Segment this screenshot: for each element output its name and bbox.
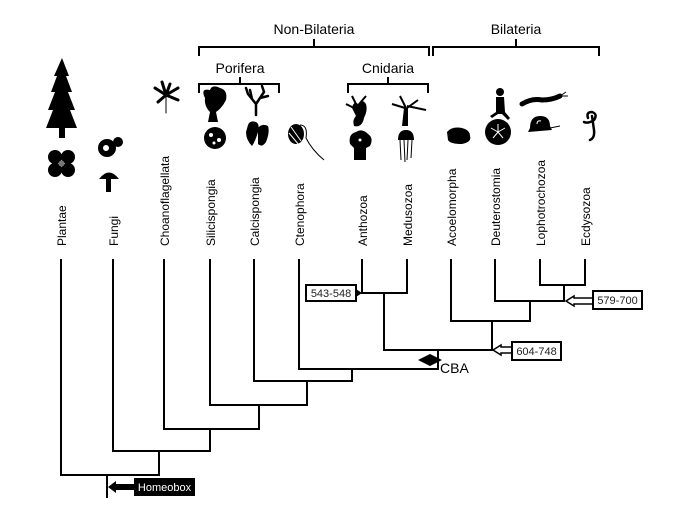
taxon-label-calcispongia: Calcispongia bbox=[248, 177, 262, 246]
taxon-label-plantae: Plantae bbox=[55, 205, 69, 246]
taxon-labels: Plantae Fungi Choanoflagellata Silicispo… bbox=[55, 156, 593, 246]
cba-label: CBA bbox=[440, 360, 469, 376]
yeast-icon bbox=[98, 137, 123, 157]
porifera-bracket bbox=[198, 77, 280, 93]
taxon-label-acoelomorpha: Acoelomorpha bbox=[445, 168, 459, 246]
flatworm-icon bbox=[447, 127, 471, 144]
taxon-label-anthozoa: Anthozoa bbox=[356, 195, 370, 246]
human-icon bbox=[490, 88, 510, 120]
annotation-579-700-label: 579-700 bbox=[597, 295, 637, 307]
polyp-icon bbox=[345, 95, 367, 127]
jellyfish-icon bbox=[398, 130, 414, 163]
annotation-604-748: 604-748 bbox=[491, 341, 562, 361]
arrow-left-icon bbox=[108, 481, 134, 493]
sponge-icon bbox=[203, 86, 227, 122]
taxon-label-lophotrochozoa: Lophotrochozoa bbox=[534, 160, 548, 246]
sea-anemone-icon bbox=[349, 130, 372, 160]
branching-sponge-icon bbox=[244, 84, 270, 117]
snail-icon bbox=[528, 116, 561, 132]
comb-jelly-icon bbox=[288, 124, 325, 161]
calcareous-sponge-icon bbox=[246, 121, 269, 146]
annotation-543-548-label: 543-548 bbox=[311, 288, 351, 300]
taxon-label-medusozoa: Medusozoa bbox=[401, 184, 415, 246]
nematode-icon bbox=[582, 110, 597, 142]
porifera-label: Porifera bbox=[215, 60, 264, 76]
bilateria-label: Bilateria bbox=[491, 21, 542, 37]
taxon-label-deuterostomia: Deuterostomia bbox=[489, 168, 503, 246]
annotation-543-548: 543-548 bbox=[305, 284, 362, 302]
diamond-icon bbox=[418, 354, 442, 366]
cba-marker: CBA bbox=[418, 354, 469, 376]
taxon-label-ecdysozoa: Ecdysozoa bbox=[579, 187, 593, 246]
annotation-604-748-label: 604-748 bbox=[516, 346, 556, 358]
flower-icon bbox=[48, 150, 75, 177]
taxon-label-ctenophora: Ctenophora bbox=[293, 183, 307, 246]
hydra-icon bbox=[391, 95, 427, 126]
annotation-homeobox: Homeobox bbox=[108, 478, 195, 496]
cnidaria-label: Cnidaria bbox=[362, 60, 414, 76]
cnidaria-bracket bbox=[347, 77, 429, 93]
taxon-label-fungi: Fungi bbox=[107, 216, 121, 246]
non-bilateria-label: Non-Bilateria bbox=[274, 21, 355, 37]
bilateria-bracket bbox=[432, 39, 600, 56]
mushroom-icon bbox=[99, 172, 119, 192]
annotation-579-700: 579-700 bbox=[564, 290, 643, 310]
annelid-icon bbox=[519, 91, 568, 107]
sand-dollar-icon bbox=[485, 119, 511, 145]
sponge-ball-icon bbox=[204, 127, 226, 149]
taxon-label-choanoflagellata: Choanoflagellata bbox=[158, 156, 172, 246]
tree-icon bbox=[46, 58, 77, 138]
taxon-label-silicispongia: Silicispongia bbox=[204, 179, 218, 246]
homeobox-label: Homeobox bbox=[138, 482, 192, 494]
non-bilateria-bracket bbox=[198, 39, 430, 56]
choanoflagellate-colony-icon bbox=[153, 80, 180, 114]
